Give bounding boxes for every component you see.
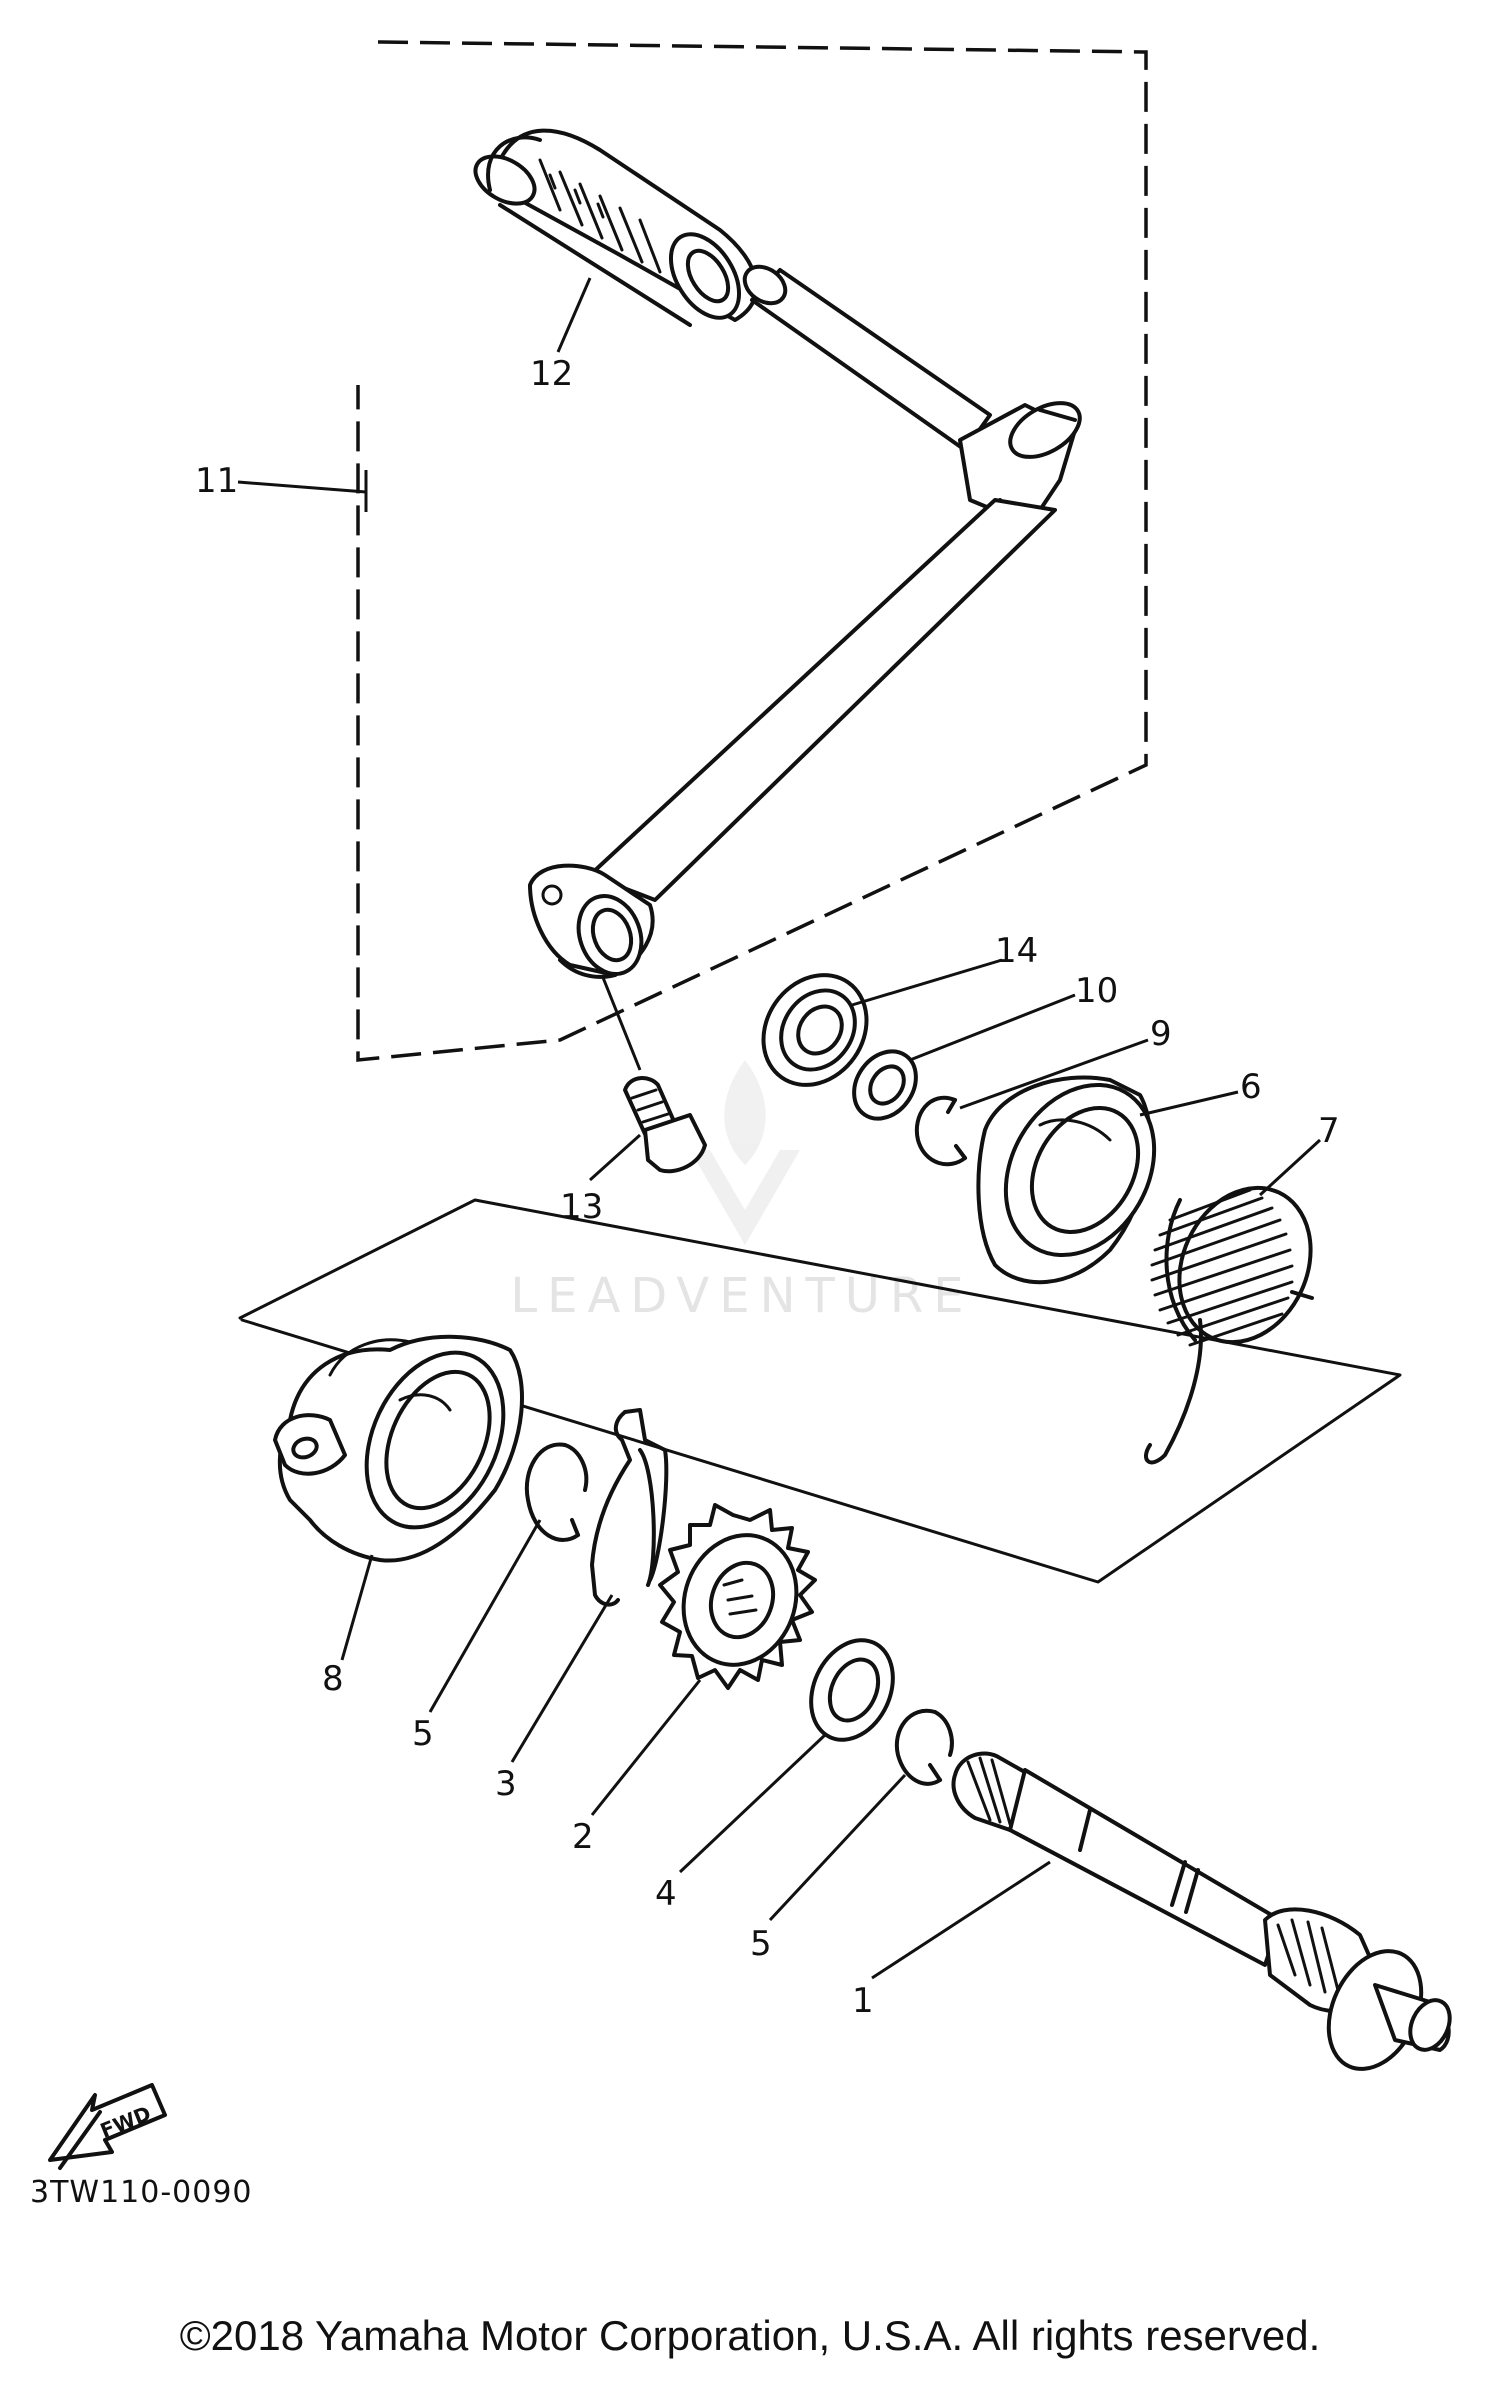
leader-1 [871, 1860, 1051, 1980]
callout-5-upper: 5 [412, 1714, 434, 1754]
callout-9: 9 [1150, 1014, 1172, 1054]
callout-11: 11 [195, 461, 238, 501]
part-5-circlip-lower [894, 1708, 954, 1786]
part-3-ratchet-clip [590, 1408, 669, 1607]
assembly-line-crank-bolt [600, 974, 642, 1071]
callout-12: 12 [530, 354, 573, 394]
part-2-kick-gear [658, 1503, 817, 1690]
part-7-kick-spring [1144, 1185, 1314, 1465]
part-5-circlip-upper [524, 1442, 589, 1542]
callout-6: 6 [1240, 1067, 1262, 1107]
part-4-washer [809, 1638, 895, 1742]
leader-7 [1258, 1138, 1322, 1197]
part-10-washer [852, 1049, 918, 1121]
copyright-notice: ©2018 Yamaha Motor Corporation, U.S.A. A… [179, 2312, 1321, 2359]
leader-5-lower [768, 1773, 907, 1922]
leader-6 [1139, 1090, 1239, 1117]
leader-9 [959, 1038, 1149, 1110]
callout-5-lower: 5 [750, 1924, 772, 1964]
leader-3 [510, 1594, 614, 1763]
watermark-text: LEADVENTURE [510, 1268, 973, 1324]
callout-10: 10 [1075, 971, 1118, 1011]
leader-2 [590, 1679, 702, 1816]
callout-4: 4 [655, 1874, 677, 1914]
leader-14 [851, 958, 1003, 1007]
diagram-code: 3TW110-0090 [30, 2175, 253, 2210]
callout-3: 3 [495, 1764, 517, 1804]
part-12-kick-grip [473, 128, 759, 327]
part-8-shaft-housing [273, 1334, 524, 1563]
part-9-circlip [914, 1095, 967, 1167]
callout-2: 2 [572, 1817, 594, 1857]
sub-assembly-outline [238, 1198, 1402, 1584]
callout-7: 7 [1318, 1111, 1340, 1151]
part-6-spring-cover [976, 1075, 1157, 1285]
kick-crank-assembly-boundary [356, 40, 1148, 1062]
leader-11 [237, 480, 367, 494]
leader-8 [340, 1554, 374, 1661]
watermark-logo [690, 1060, 800, 1245]
part-13-bolt [623, 1076, 707, 1174]
leader-13 [588, 1133, 642, 1182]
part-11-kick-crank [528, 264, 1082, 979]
leader-12 [556, 277, 592, 353]
part-14-oil-seal [761, 973, 869, 1087]
callout-14: 14 [995, 931, 1038, 971]
fwd-arrow: FWD [48, 2083, 167, 2170]
part-1-kick-shaft [951, 1751, 1452, 2071]
leader-5-upper [428, 1519, 542, 1713]
callout-8: 8 [322, 1659, 344, 1699]
callout-1: 1 [852, 1981, 874, 2021]
leader-10 [909, 993, 1076, 1062]
leader-4 [678, 1733, 827, 1874]
